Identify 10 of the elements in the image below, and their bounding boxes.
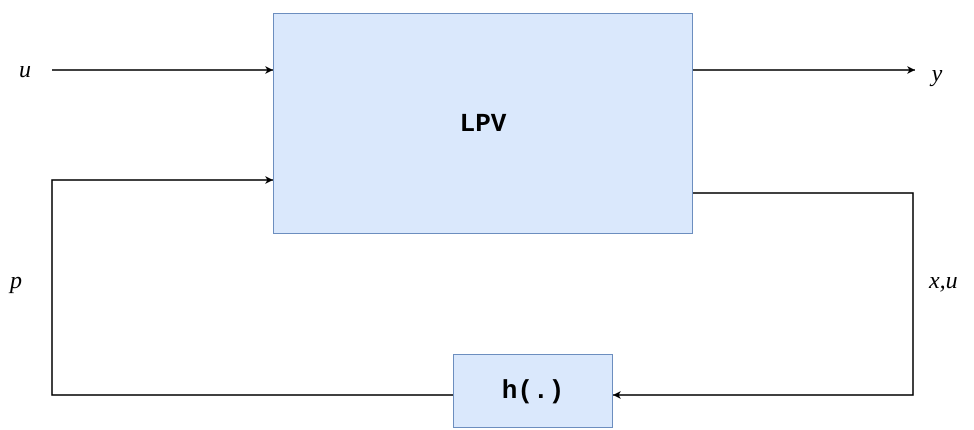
arrow (52, 66, 273, 74)
block-box (273, 13, 693, 234)
arrow (613, 192, 914, 399)
math-symbol: y (932, 60, 942, 88)
arrow (51, 176, 453, 396)
block-label: LPV (460, 108, 506, 138)
block-label: h(.) (502, 376, 564, 406)
math-symbol: u (19, 56, 31, 84)
block-box (453, 354, 613, 428)
arrow (693, 66, 915, 74)
